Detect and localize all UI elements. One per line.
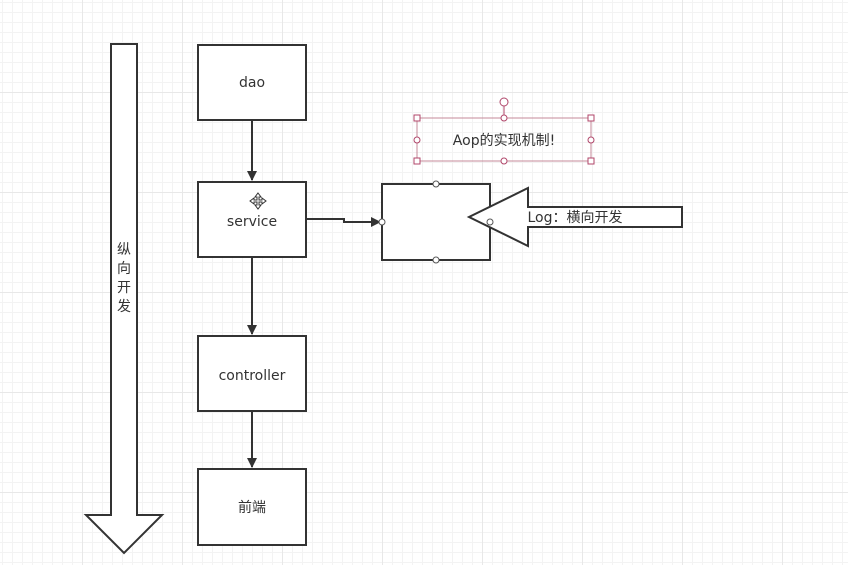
connection-point-bottom[interactable]: [432, 256, 440, 264]
resize-handle-bottom-left[interactable]: [413, 157, 421, 165]
service-label: service: [227, 214, 277, 230]
resize-handle-left[interactable]: [413, 136, 421, 144]
resize-handle-top[interactable]: [500, 114, 508, 122]
aop-annotation-text: Aop的实现机制!: [453, 133, 555, 149]
resize-handle-top-right[interactable]: [587, 114, 595, 122]
vertical-arrow-char-2: 向: [117, 261, 131, 277]
resize-handle-bottom-right[interactable]: [587, 157, 595, 165]
vertical-development-arrow[interactable]: 纵 向 开 发: [83, 43, 165, 555]
frontend-node[interactable]: 前端: [197, 468, 307, 546]
controller-label: controller: [219, 368, 286, 384]
log-aspect-box[interactable]: [378, 180, 491, 264]
rotate-handle[interactable]: [499, 97, 509, 107]
log-horizontal-arrow[interactable]: Log：横向开发: [466, 186, 683, 248]
aop-annotation[interactable]: Aop的实现机制!: [413, 97, 595, 165]
log-arrow-label: Log：横向开发: [527, 210, 622, 226]
controller-node[interactable]: controller: [197, 335, 307, 412]
connection-point-top[interactable]: [432, 180, 440, 188]
service-node[interactable]: service: [197, 181, 307, 258]
vertical-arrow-char-3: 开: [117, 280, 131, 296]
resize-handle-right[interactable]: [587, 136, 595, 144]
resize-handle-bottom[interactable]: [500, 157, 508, 165]
move-cursor-icon: [249, 192, 267, 210]
dao-label: dao: [239, 75, 265, 91]
connection-point-left[interactable]: [378, 218, 386, 226]
vertical-arrow-char-4: 发: [117, 299, 131, 315]
resize-handle-top-left[interactable]: [413, 114, 421, 122]
vertical-arrow-char-1: 纵: [117, 242, 131, 258]
frontend-label: 前端: [238, 499, 266, 516]
dao-node[interactable]: dao: [197, 44, 307, 121]
service-to-log-connector[interactable]: [307, 217, 381, 227]
log-arrow-connection-point[interactable]: [486, 218, 494, 226]
